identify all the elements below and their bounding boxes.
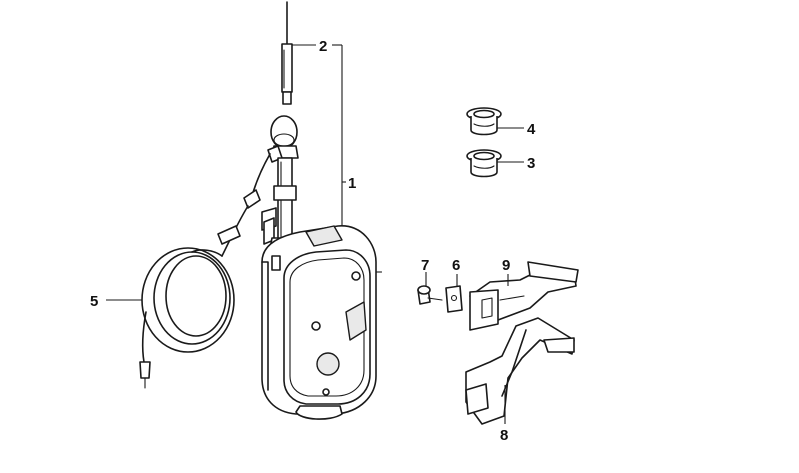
clip-nut-part	[445, 285, 463, 313]
grommet-part-3	[466, 149, 502, 178]
antenna-motor-housing-part	[261, 115, 377, 420]
lower-bracket-part	[465, 317, 575, 425]
callout-3: 3	[527, 155, 535, 172]
callout-7: 7	[421, 257, 429, 274]
callout-2: 2	[319, 38, 327, 55]
antenna-mast-part	[281, 1, 293, 105]
callout-1: 1	[348, 175, 356, 192]
callout-8: 8	[500, 427, 508, 444]
callout-5: 5	[90, 293, 98, 310]
antenna-cable-part	[139, 153, 271, 389]
callout-4: 4	[527, 121, 536, 138]
upper-bracket-part	[469, 261, 579, 331]
leader-lines	[106, 44, 524, 424]
grommet-part-4	[466, 107, 502, 136]
screw-part	[417, 285, 443, 305]
callout-9: 9	[502, 257, 510, 274]
callout-labels: 2 1 4 3 5 7 6 9 8	[90, 38, 536, 444]
callout-6: 6	[452, 257, 460, 274]
